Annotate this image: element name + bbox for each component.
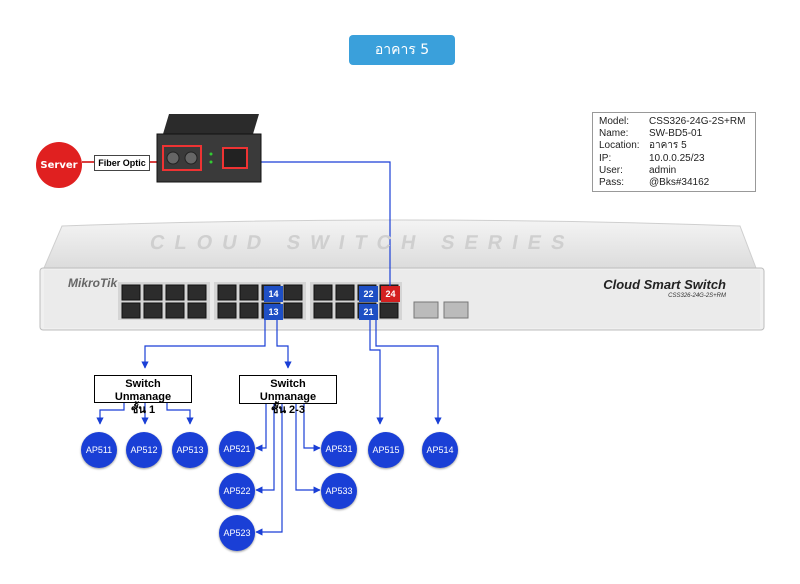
device-info-box: Model: CSS326-24G-2S+RM Name: SW-BD5-01 Lo… [592,112,756,192]
ap-node-ap513: AP513 [172,432,208,468]
ethernet-port [143,284,163,301]
info-value: 10.0.0.25/23 [649,152,705,164]
port-tag-24: 24 [381,286,400,302]
unmanaged-switch-1: Switch Unmanage ชั้น 1 [94,375,192,416]
ap-node-ap514: AP514 [422,432,458,468]
ap-node-ap515: AP515 [368,432,404,468]
info-value: CSS326-24G-2S+RM [649,116,746,127]
info-key: Location: [599,140,640,152]
link-to-ap523 [255,404,283,536]
ethernet-port [143,302,163,319]
unmanaged-switch-2-line2: ชั้น 2-3 [271,404,305,416]
info-key: User: [599,164,623,176]
info-row-model: Model: CSS326-24G-2S+RM [599,116,749,128]
sfp-port-2 [443,301,469,319]
ethernet-port [217,302,237,319]
info-row-ip: IP: 10.0.0.25/23 [599,153,749,165]
info-row-user: User: admin [599,165,749,177]
ethernet-port [283,284,303,301]
ap-node-ap521: AP521 [219,431,255,467]
port-tag-14: 14 [264,286,283,302]
unmanaged-switch-2: Switch Unmanage ชั้น 2-3 [239,375,337,416]
uplink-line [250,161,391,286]
port-tag-22: 22 [359,286,378,302]
info-row-name: Name: SW-BD5-01 [599,128,749,140]
switch-model-label: CSS326-24G-2S+RM [668,293,726,299]
ap-node-ap533: AP533 [321,473,357,509]
sfp-port-1 [413,301,439,319]
info-key: IP: [599,152,612,164]
info-row-pass: Pass: @Bks#34162 [599,177,749,189]
ethernet-port [187,302,207,319]
info-row-location: Location: อาคาร 5 [599,140,749,152]
ethernet-port [187,284,207,301]
ethernet-port [313,284,333,301]
ethernet-port [283,302,303,319]
info-value: SW-BD5-01 [649,128,703,140]
info-value: admin [649,164,677,176]
link-to-unmanaged-1 [141,320,266,369]
server-node: Server [36,142,82,188]
building-title: อาคาร 5 [349,35,455,65]
info-key: Name: [599,128,629,140]
ethernet-port [165,302,185,319]
mikrotik-logo: MikroTik [68,276,118,290]
ap-node-ap531: AP531 [321,431,357,467]
link-to-ap511 [96,402,125,425]
info-key: Model: [599,116,630,127]
ethernet-port [121,302,141,319]
ethernet-port [313,302,333,319]
ethernet-port [379,302,399,319]
link-to-unmanaged-2 [276,320,292,369]
port-tag-21: 21 [359,304,378,320]
media-converter-icon [156,114,262,183]
link-to-ap513 [166,402,194,425]
ap-node-ap522: AP522 [219,473,255,509]
info-key: Pass: [599,177,625,189]
ap-node-ap523: AP523 [219,515,255,551]
ap-node-ap512: AP512 [126,432,162,468]
link-to-ap531 [303,404,321,452]
ethernet-port [217,284,237,301]
link-to-ap522 [255,404,275,494]
ethernet-port [239,284,259,301]
link-to-ap515 [369,320,384,425]
media-converter [155,112,263,184]
port-tag-13: 13 [264,304,283,320]
ethernet-port [121,284,141,301]
unmanaged-switch-1-line2: ชั้น 1 [130,404,156,416]
info-value: อาคาร 5 [649,140,687,152]
ethernet-port [335,302,355,319]
switch-chassis [39,219,765,331]
ethernet-port [335,284,355,301]
ethernet-port [165,284,185,301]
link-to-ap514 [375,320,442,425]
fiber-optic-label: Fiber Optic [94,155,150,171]
switch-product-name: Cloud Smart Switch [603,277,726,292]
unmanaged-switch-2-line1: Switch Unmanage [259,378,317,403]
link-to-ap533 [295,404,321,494]
switch-series-text: CLOUD SWITCH SERIES [148,232,577,254]
ap-node-ap511: AP511 [81,432,117,468]
ethernet-port [239,302,259,319]
link-to-ap521 [255,404,267,452]
unmanaged-switch-1-line1: Switch Unmanage [114,378,172,403]
info-value: @Bks#34162 [649,177,710,189]
